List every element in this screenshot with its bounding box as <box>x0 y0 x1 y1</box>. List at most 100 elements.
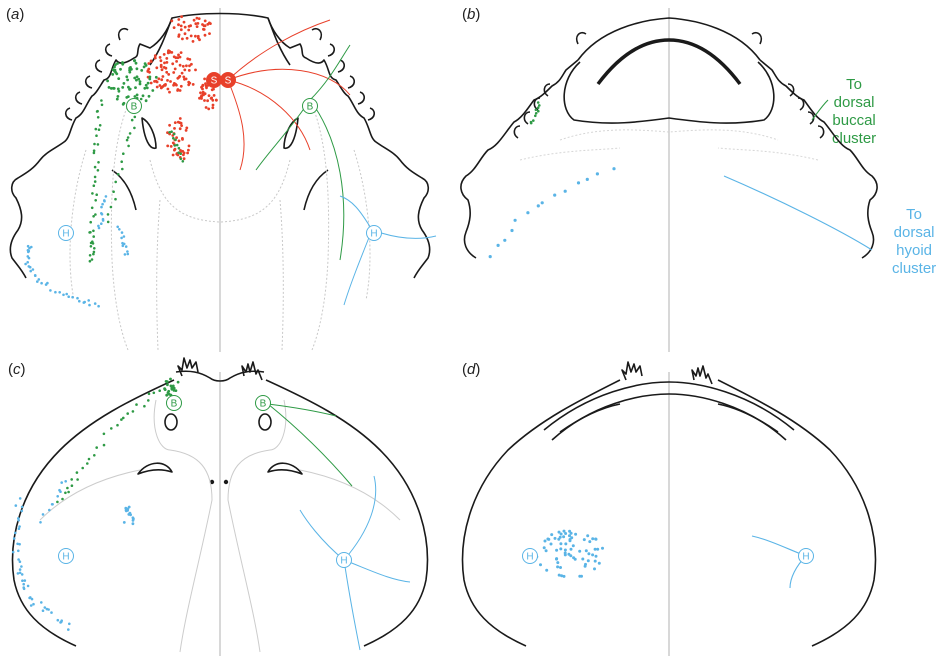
stipple-dot <box>569 547 573 551</box>
stipple-dot <box>88 254 92 257</box>
stipple-dot <box>536 106 540 109</box>
stipple-dot <box>126 95 130 98</box>
stipple-dot <box>158 84 162 87</box>
stipple-dot <box>179 157 183 161</box>
stipple-dot <box>151 89 155 92</box>
stipple-dot <box>173 144 177 147</box>
stipple-dot <box>211 103 215 107</box>
stipple-dot <box>195 16 199 20</box>
stipple-dot <box>109 205 113 209</box>
stipple-dot <box>102 443 106 447</box>
stipple-dot <box>200 94 204 97</box>
marker-h-panel-a-right: H <box>366 225 382 241</box>
stipple-dot <box>165 57 169 60</box>
stipple-dot <box>176 153 180 157</box>
stipple-dot <box>187 69 191 72</box>
stipple-dot <box>550 533 554 537</box>
stipple-dot <box>174 138 177 142</box>
stipple-dot <box>189 34 193 38</box>
stipple-dot <box>181 137 184 140</box>
stipple-dot <box>122 521 126 524</box>
stipple-dot <box>204 106 208 109</box>
marker-b-panel-a-right: B <box>302 98 318 114</box>
stipple-dot <box>142 65 146 69</box>
stipple-dot <box>157 77 161 81</box>
stipple-dot <box>594 537 598 541</box>
panel-a-nerves-right <box>227 19 437 306</box>
stipple-dot <box>538 104 541 107</box>
stipple-dot <box>173 147 177 151</box>
stipple-dot <box>169 377 172 381</box>
marker-h-panel-d-left: H <box>522 548 538 564</box>
stipple-dot <box>543 539 547 543</box>
stipple-dot <box>162 66 166 69</box>
stipple-dot <box>153 54 157 58</box>
stipple-dot <box>574 532 578 536</box>
stipple-dot <box>203 92 207 96</box>
stipple-dot <box>586 559 590 563</box>
stipple-dot <box>43 606 47 609</box>
stipple-dot <box>198 96 201 100</box>
stipple-dot <box>555 557 559 561</box>
stipple-dot <box>106 213 110 216</box>
stipple-dot <box>168 90 171 94</box>
stipple-dot <box>186 151 190 155</box>
stipple-dot <box>169 80 172 83</box>
stipple-dot <box>18 525 21 528</box>
stipple-dot <box>185 36 189 40</box>
stipple-dot <box>184 129 188 132</box>
panel-b-guides <box>519 129 819 161</box>
stipple-dot <box>126 136 130 139</box>
stipple-dot <box>56 618 60 622</box>
stipple-dot <box>18 542 21 546</box>
svg-text:H: H <box>802 552 809 563</box>
stipple-dot <box>89 220 92 224</box>
stipple-dot <box>536 101 540 104</box>
stipple-dot <box>121 102 125 106</box>
stipple-dot <box>556 561 560 565</box>
stipple-dot <box>83 300 86 304</box>
stipple-dot <box>148 77 152 81</box>
stipple-dot <box>87 299 90 302</box>
stipple-dot <box>14 531 17 535</box>
marker-h-panel-c-right: H <box>336 552 352 568</box>
stipple-dot <box>591 553 595 557</box>
stipple-dot <box>560 574 564 578</box>
stipple-dot <box>593 567 596 571</box>
stipple-dot <box>134 86 137 89</box>
stipple-dot <box>161 75 165 78</box>
stipple-dot <box>562 535 566 539</box>
stipple-dot <box>167 73 171 76</box>
stipple-dot <box>209 97 213 100</box>
stipple-dot <box>17 527 21 530</box>
stipple-dot <box>488 255 492 259</box>
stipple-dot <box>66 486 69 490</box>
stipple-dot <box>121 244 125 248</box>
stipple-dot <box>176 89 180 92</box>
stipple-dot <box>166 79 169 82</box>
stipple-dot <box>187 144 191 148</box>
stipple-dot <box>587 552 591 556</box>
stipple-dot <box>65 292 68 296</box>
stipple-dot <box>163 388 167 391</box>
stipple-dot <box>194 34 197 38</box>
stipple-dot <box>48 508 51 512</box>
stipple-dot <box>211 98 215 102</box>
stipple-dot <box>148 75 152 79</box>
stipple-dot <box>165 70 169 74</box>
stipple-dot <box>585 177 589 181</box>
stipple-dot <box>68 622 71 626</box>
stipple-dot <box>563 548 567 552</box>
stipple-dot <box>166 144 170 148</box>
marker-b-panel-a-left: B <box>126 98 142 114</box>
stipple-dot <box>97 226 101 230</box>
stipple-dot <box>124 509 128 513</box>
stipple-dot <box>18 497 22 500</box>
stipple-dot <box>132 517 135 521</box>
stipple-dot <box>28 246 31 250</box>
stipple-dot <box>67 295 70 299</box>
stipple-dot <box>534 114 537 118</box>
stipple-dot <box>172 26 176 29</box>
stipple-dot <box>588 540 592 544</box>
